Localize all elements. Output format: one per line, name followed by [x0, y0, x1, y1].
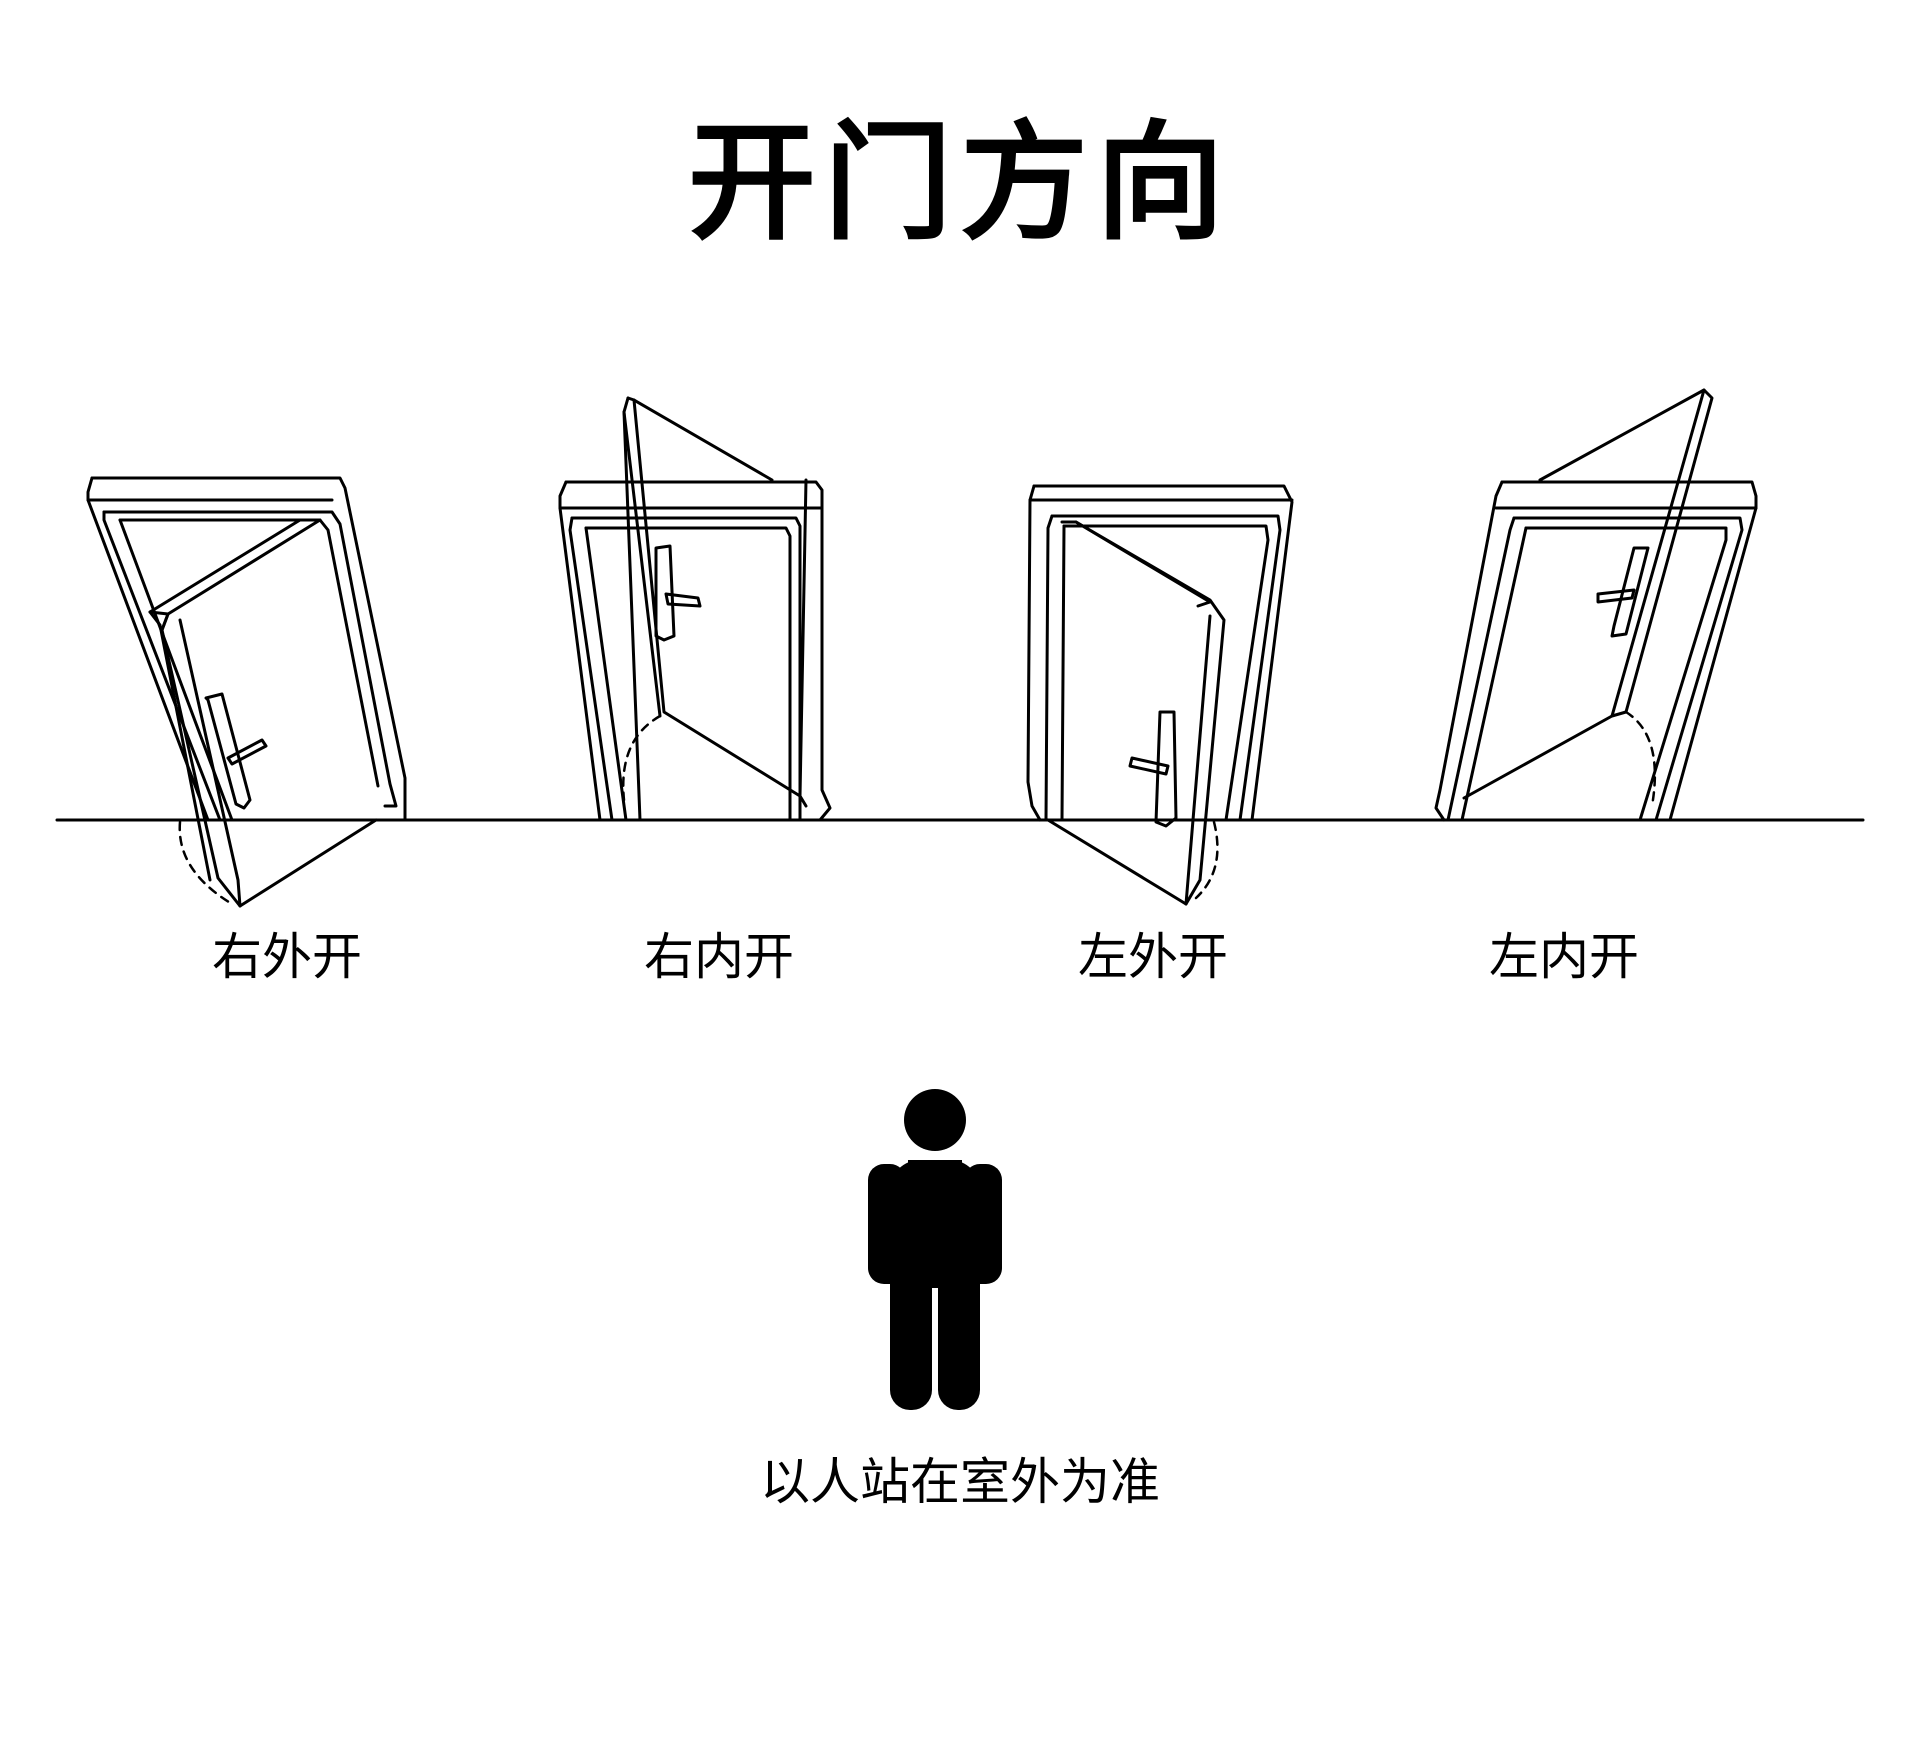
door-right-outward-icon — [86, 476, 407, 908]
open-door-icon — [1046, 520, 1226, 906]
swing-arc — [1624, 710, 1657, 808]
door-handle-icon — [1128, 710, 1178, 828]
door-right-inward-icon — [558, 396, 832, 822]
person-icon — [868, 1089, 1002, 1410]
open-door-icon — [1462, 388, 1714, 800]
door-label-right-inward: 右内开 — [644, 928, 794, 986]
door-frame-icon — [86, 476, 407, 822]
door-handle-icon — [654, 544, 702, 642]
footnote-caption: 以人站在室外为准 — [760, 1453, 1160, 1511]
door-frame-icon — [1434, 480, 1758, 822]
door-frame-icon — [1026, 484, 1294, 822]
page-title: 开门方向 — [687, 109, 1232, 258]
open-door-icon — [622, 396, 808, 822]
door-frame-icon — [558, 480, 832, 822]
door-left-inward-icon — [1434, 388, 1758, 822]
door-left-outward-icon — [1026, 484, 1294, 906]
door-handle-icon — [1596, 546, 1650, 638]
door-label-left-inward: 左内开 — [1489, 928, 1639, 986]
open-door-icon — [148, 518, 378, 908]
door-handle-icon — [204, 692, 268, 810]
door-label-right-outward: 右外开 — [212, 928, 362, 986]
swing-arc — [1194, 820, 1219, 900]
door-label-left-outward: 左外开 — [1078, 928, 1228, 986]
swing-arc — [178, 820, 234, 906]
swing-arc — [622, 714, 662, 802]
